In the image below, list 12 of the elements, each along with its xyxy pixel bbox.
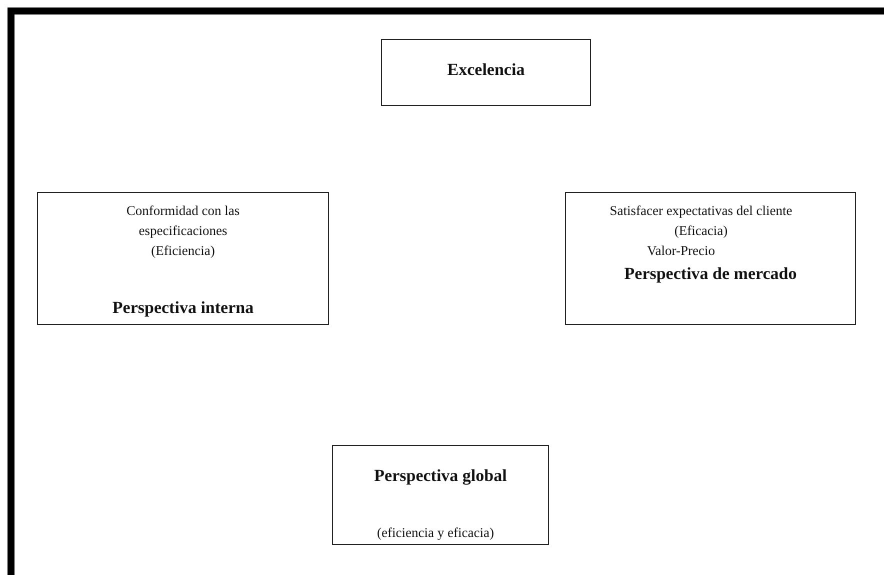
- box-heading: Perspectiva de mercado: [623, 263, 798, 285]
- box-heading: Excelencia: [446, 59, 526, 81]
- text-box: [332, 445, 549, 545]
- text-box: [565, 192, 856, 325]
- box-text: Valor-Precio: [646, 242, 716, 260]
- box-text: Satisfacer expectativas del cliente (Eficacia): [608, 202, 794, 240]
- box-heading: Perspectiva interna: [111, 297, 255, 319]
- box-text: Conformidad con las especificaciones (Eficiencia): [125, 202, 241, 260]
- box-heading: Perspectiva global: [373, 465, 508, 487]
- box-text: (eficiencia y eficacia): [376, 524, 495, 542]
- text-box: [381, 39, 591, 106]
- text-box: [37, 192, 329, 325]
